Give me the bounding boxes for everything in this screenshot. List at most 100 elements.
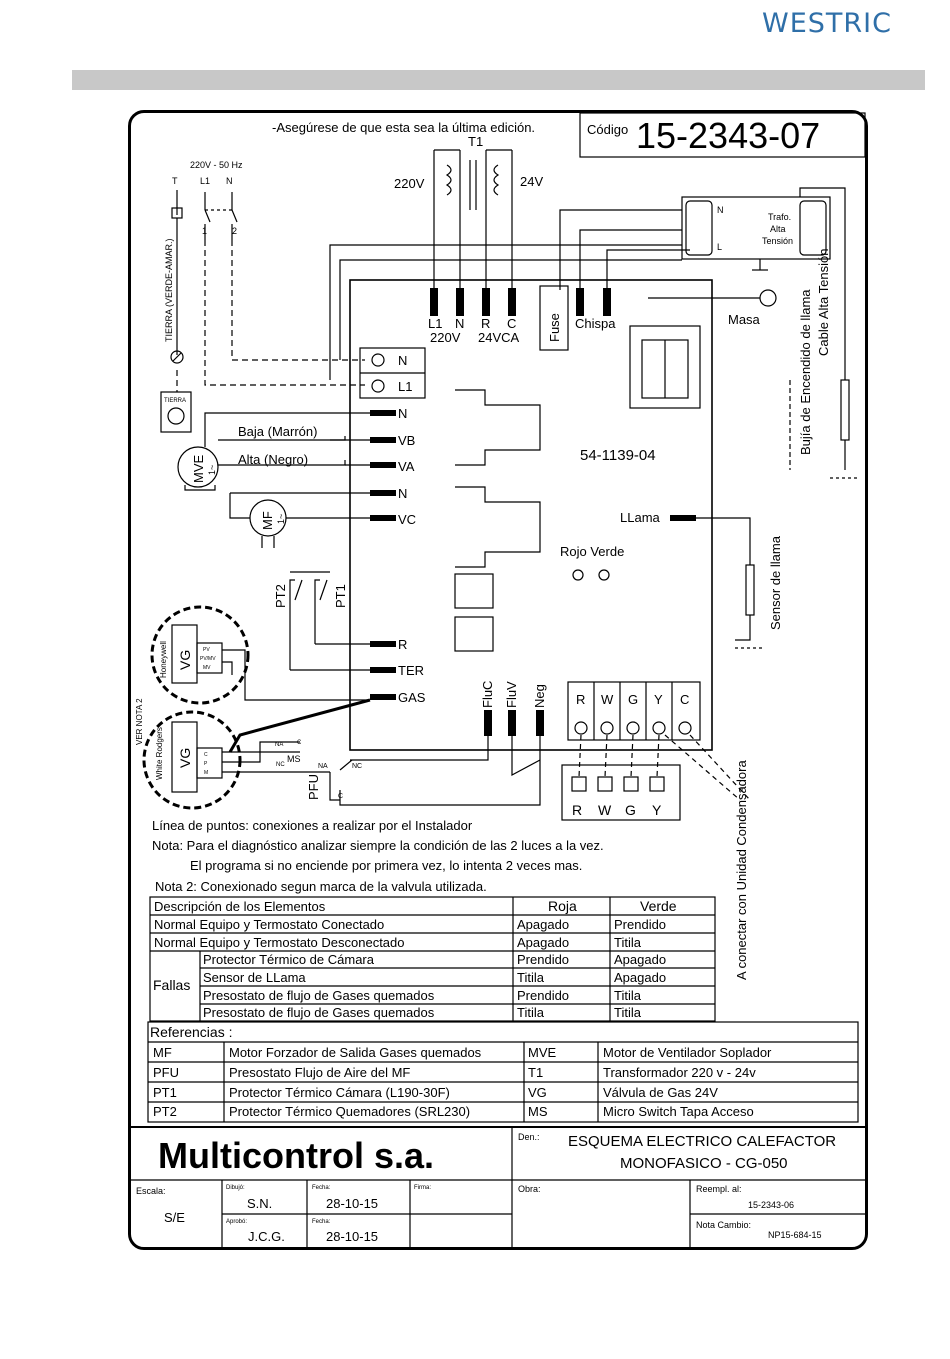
falla3-desc: Presostato de flujo de Gases quemados	[203, 988, 435, 1003]
nota-cambio-label: Nota Cambio:	[696, 1220, 751, 1230]
label-220v: 220V	[430, 330, 461, 345]
ext-term-r: R	[572, 802, 582, 818]
falla1-desc: Protector Térmico de Cámara	[203, 952, 375, 967]
states-row1-verde: Prendido	[614, 917, 666, 932]
supply-n: N	[226, 176, 233, 186]
fecha2-label: Fecha:	[312, 1219, 331, 1225]
falla1-verde: Apagado	[614, 952, 666, 967]
nota-cambio-value: NP15-684-15	[768, 1230, 822, 1240]
supply-voltage: 220V - 50 Hz	[190, 160, 243, 170]
alta-label: Alta (Negro)	[238, 452, 308, 467]
title-line2: MONOFASICO - CG-050	[620, 1155, 788, 1172]
falla2-desc: Sensor de LLama	[203, 970, 306, 985]
states-row2-roja: Apagado	[517, 935, 569, 950]
mf-sub: 1~	[276, 514, 286, 524]
company-name: Multicontrol s.a.	[158, 1135, 434, 1176]
chispa-label: Chispa	[575, 316, 616, 331]
condensadora-label: A conectar con Unidad Condensadora	[734, 760, 749, 980]
ext-term-g: G	[625, 802, 636, 818]
brand-logo: WESTRIC	[762, 8, 892, 39]
hw-pin-mv: MV	[203, 665, 211, 671]
dibujo-value: S.N.	[247, 1196, 272, 1211]
transformer-secondary: 24V	[520, 174, 543, 189]
sensor-label: Sensor de llama	[768, 535, 783, 630]
pfu-label: PFU	[306, 774, 321, 800]
term-neg: Neg	[532, 684, 547, 708]
fecha1-label: Fecha:	[312, 1185, 331, 1191]
escala-value: S/E	[164, 1210, 185, 1225]
ms-nc: NC	[276, 762, 285, 768]
mve-label: MVE	[191, 455, 206, 484]
states-row1-roja: Apagado	[517, 917, 569, 932]
falla2-roja: Titila	[517, 970, 545, 985]
ref3-code-b: VG	[528, 1085, 547, 1100]
states-row1-desc: Normal Equipo y Termostato Conectado	[154, 917, 384, 932]
ms-na: NA	[275, 742, 283, 748]
tstat-g: G	[628, 692, 638, 707]
baja-label: Baja (Marrón)	[238, 424, 317, 439]
left-term-vc: VC	[398, 512, 416, 527]
reempl-label: Reempl. al:	[696, 1184, 742, 1194]
pt1-label: PT1	[333, 584, 348, 608]
ref1-desc-b: Motor de Ventilador Soplador	[603, 1045, 772, 1060]
references-title: Referencias :	[150, 1024, 232, 1040]
mve-sub: 1~	[207, 465, 217, 475]
left-term-va: VA	[398, 459, 415, 474]
ms-c: C	[297, 740, 302, 746]
hv-trafo-n: N	[717, 205, 724, 215]
ref4-desc-b: Micro Switch Tapa Acceso	[603, 1104, 754, 1119]
dibujo-label: Dibujó:	[226, 1185, 245, 1191]
masa-label: Masa	[728, 312, 761, 327]
bujia-label: Bujía de Encendido de llama	[798, 289, 813, 455]
code-label: Código	[587, 122, 628, 137]
drawing-frame	[128, 110, 868, 1250]
supply-l1: L1	[200, 176, 210, 186]
ms-label: MS	[287, 754, 301, 764]
left-term-ter: TER	[398, 663, 424, 678]
mf-label: MF	[260, 511, 275, 530]
ref1-code-a: MF	[153, 1045, 172, 1060]
left-term-n1: N	[398, 406, 407, 421]
supply-pin1: 1	[202, 226, 207, 236]
states-row2-verde: Titila	[614, 935, 642, 950]
ref2-code-b: T1	[528, 1065, 543, 1080]
fecha1-value: 28-10-15	[326, 1196, 378, 1211]
states-header-roja: Roja	[548, 898, 577, 914]
states-header-desc: Descripción de los Elementos	[154, 899, 326, 914]
hv-trafo-line1: Trafo.	[768, 212, 791, 222]
ref4-desc-a: Protector Térmico Quemadores (SRL230)	[229, 1104, 470, 1119]
ref2-desc-b: Transformador 220 v - 24v	[603, 1065, 756, 1080]
tstat-r: R	[576, 692, 585, 707]
code-value: 15-2343-07	[636, 115, 820, 156]
term-fluv: FluV	[504, 681, 519, 708]
falla4-roja: Titila	[517, 1005, 545, 1020]
hv-trafo-l: L	[717, 242, 722, 252]
earth-block-label: TIERRA	[164, 398, 186, 404]
obra-label: Obra:	[518, 1184, 541, 1194]
note-retry: El programa si no enciende por primera v…	[190, 858, 582, 873]
ext-term-w: W	[598, 802, 612, 818]
falla4-verde: Titila	[614, 1005, 642, 1020]
hw-pin-pv: PV	[203, 647, 210, 653]
fecha2-value: 28-10-15	[326, 1229, 378, 1244]
honeywell-label: Honeywell	[159, 641, 168, 678]
transformer-name: T1	[468, 134, 483, 149]
aprobo-label: Aprobó:	[226, 1219, 247, 1225]
ref2-code-a: PFU	[153, 1065, 179, 1080]
block-n: N	[398, 353, 407, 368]
llama-label: LLama	[620, 510, 661, 525]
left-term-gas: GAS	[398, 690, 426, 705]
fuse-label: Fuse	[547, 313, 562, 342]
leds-label: Rojo Verde	[560, 544, 624, 559]
ref3-code-a: PT1	[153, 1085, 177, 1100]
wr-pin-m: M	[204, 770, 208, 776]
ref4-code-a: PT2	[153, 1104, 177, 1119]
note-2: Nota 2: Conexionado segun marca de la va…	[155, 879, 487, 894]
tstat-w: W	[601, 692, 614, 707]
falla1-roja: Prendido	[517, 952, 569, 967]
term-l1: L1	[428, 316, 442, 331]
hv-trafo-line3: Tensión	[762, 236, 793, 246]
falla3-verde: Titila	[614, 988, 642, 1003]
transformer-primary: 220V	[394, 176, 425, 191]
pfu-nc: NC	[352, 763, 362, 770]
